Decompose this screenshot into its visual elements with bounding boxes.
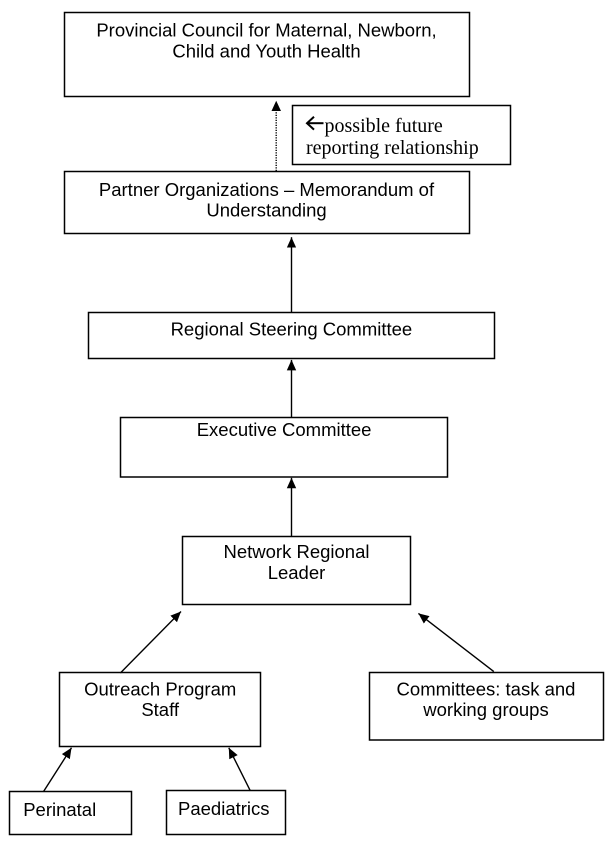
svg-text:Committees: task and: Committees: task and xyxy=(397,678,576,699)
svg-text:Partner Organizations – Memora: Partner Organizations – Memorandum of xyxy=(99,179,435,200)
svg-text:Provincial Council for Materna: Provincial Council for Maternal, Newborn… xyxy=(96,20,436,41)
svg-text:Perinatal: Perinatal xyxy=(23,799,96,820)
svg-text:Staff: Staff xyxy=(141,699,180,720)
svg-text:Executive Committee: Executive Committee xyxy=(197,419,372,440)
svg-text:Leader: Leader xyxy=(268,562,326,583)
svg-text:Outreach Program: Outreach Program xyxy=(84,678,236,699)
svg-text:possible future: possible future xyxy=(325,115,443,137)
svg-text:working groups: working groups xyxy=(422,699,548,720)
svg-text:Network Regional: Network Regional xyxy=(223,541,369,562)
svg-text:Child and Youth Health: Child and Youth Health xyxy=(172,40,360,61)
svg-text:Paediatrics: Paediatrics xyxy=(178,798,270,819)
svg-text:Regional Steering Committee: Regional Steering Committee xyxy=(171,319,413,340)
svg-text:reporting relationship: reporting relationship xyxy=(306,137,479,159)
svg-text:Understanding: Understanding xyxy=(206,200,326,221)
